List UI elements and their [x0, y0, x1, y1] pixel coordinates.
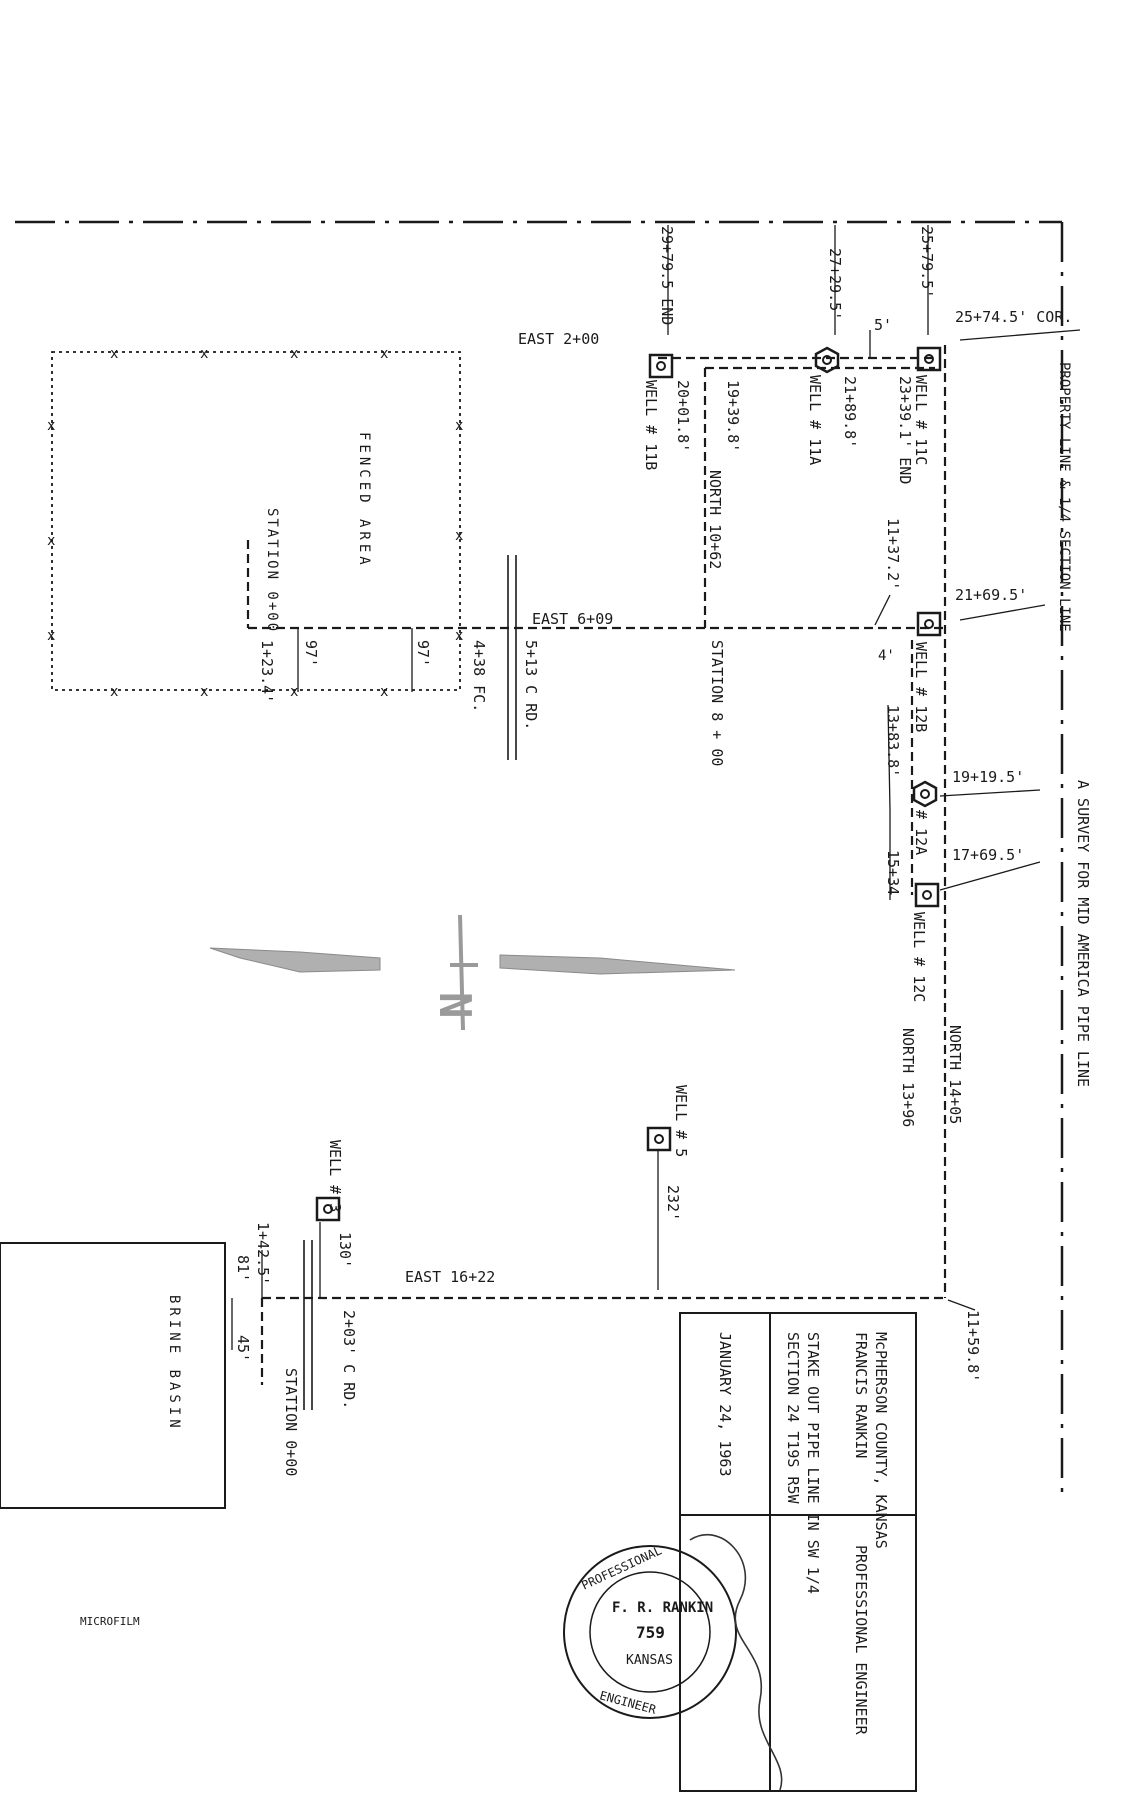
well-11b-label: WELL # 11B — [642, 380, 660, 470]
sta-20-01-8: 20+01.8' — [674, 380, 692, 452]
seal-number: 759 — [636, 1623, 665, 1642]
station-8-00: STATION 8 + 00 — [708, 640, 726, 766]
sta-27-29-5: 27+29.5' — [826, 248, 844, 320]
well-11c-label: WELL # 11C — [912, 375, 930, 465]
svg-text:x: x — [47, 533, 55, 549]
road-crossing-16-22 — [303, 1240, 313, 1410]
sta-17-69-5: 17+69.5' — [952, 846, 1024, 864]
property-line-label: PROPERTY LINE & 1/4 SECTION LINE — [1056, 362, 1072, 632]
fence-x-marks: x x x x x x x x x x x x x x — [47, 346, 463, 700]
svg-text:x: x — [290, 346, 298, 362]
sta-29-79-5-end: 29+79.5 END — [658, 226, 676, 325]
vertical-labels: A SURVEY FOR MID AMERICA PIPE LINE PROPE… — [166, 226, 1092, 1476]
tb-engineer-name: FRANCIS RANKIN — [852, 1332, 870, 1458]
sta-1-42-5: 1+42.5' — [254, 1222, 272, 1285]
dim-232: 232' — [664, 1185, 682, 1221]
microfilm-stamp: MICROFILM — [80, 1615, 140, 1628]
east-16-22: EAST 16+22 — [405, 1268, 495, 1286]
well-3-marker — [315, 1196, 341, 1222]
svg-text:x: x — [455, 418, 463, 434]
well-11c-marker — [916, 346, 942, 372]
sta-4-38-fc: 4+38 FC. — [470, 640, 488, 712]
north-10-62: NORTH 10+62 — [706, 470, 724, 569]
sta-2-03-c-rd: 2+03' C RD. — [340, 1310, 358, 1409]
signature — [689, 1533, 783, 1791]
sta-15-34: 15+34 — [884, 850, 902, 895]
svg-text:x: x — [47, 628, 55, 644]
sta-19-19-5: 19+19.5' — [952, 768, 1024, 786]
svg-text:x: x — [110, 684, 118, 700]
svg-text:x: x — [47, 418, 55, 434]
well-12b-marker — [916, 611, 942, 637]
tb-county: McPHERSON COUNTY, KANSAS — [872, 1332, 890, 1549]
well-11b-marker — [648, 353, 674, 379]
sta-21-89-8: 21+89.8' — [841, 376, 859, 448]
dim-5: 5' — [874, 316, 892, 334]
leader-lines — [231, 225, 1081, 1350]
title-block: McPHERSON COUNTY, KANSAS FRANCIS RANKIN … — [679, 1312, 917, 1792]
sta-11-59-8: 11+59.8' — [964, 1310, 982, 1382]
dim-97-b: 97' — [414, 640, 432, 667]
sta-25-79-5: 25+79.5' — [918, 226, 936, 298]
fenced-area-label: FENCED AREA — [356, 432, 372, 569]
brine-basin — [0, 1242, 226, 1509]
well-12a-label: # 12A — [912, 810, 930, 855]
sta-21-69-5: 21+69.5' — [955, 586, 1027, 604]
seal-name: F. R. RANKIN — [612, 1600, 713, 1616]
sta-13-83-8: 13+83.8' — [884, 705, 902, 777]
station-0-00-a: STATION 0+00 — [264, 508, 280, 633]
svg-text:x: x — [110, 346, 118, 362]
svg-text:x: x — [380, 346, 388, 362]
compass-letter: N — [429, 992, 480, 1019]
dim-97-a: 97' — [302, 640, 320, 667]
station-0-00-b: STATION 0+00 — [282, 1368, 300, 1476]
sta-5-13-c-rd: 5+13 C RD. — [522, 640, 540, 730]
road-crossing-6-09 — [507, 555, 517, 760]
fence-outline — [51, 351, 461, 691]
svg-text:x: x — [200, 684, 208, 700]
tb-section: SECTION 24 T19S R5W — [784, 1332, 802, 1505]
svg-text:x: x — [455, 628, 463, 644]
well-3-label: WELL # 3 — [326, 1140, 344, 1212]
north-13-96: NORTH 13+96 — [899, 1028, 917, 1127]
well-12c-label: WELL # 12C — [910, 912, 928, 1002]
brine-basin-label: BRINE BASIN — [166, 1295, 182, 1432]
svg-text:x: x — [290, 684, 298, 700]
east-2-00: EAST 2+00 — [518, 330, 599, 348]
dim-45: 45' — [234, 1335, 252, 1362]
horizontal-labels: 25+74.5' COR. 5' EAST 2+00 EAST 6+09 21+… — [80, 308, 1072, 1628]
tb-date: JANUARY 24, 1963 — [716, 1332, 734, 1477]
well-11a-marker — [814, 346, 840, 374]
north-14-05: NORTH 14+05 — [946, 1025, 964, 1124]
engineer-seal: PROFESSIONAL F. R. RANKIN 759 KANSAS ENG… — [563, 1543, 737, 1719]
tb-description: STAKE OUT PIPE LINE IN SW 1/4 — [804, 1332, 822, 1594]
dim-130: 130' — [336, 1232, 354, 1268]
well-12b-label: WELL # 12B — [912, 642, 930, 732]
dim-4: 4' — [878, 648, 895, 664]
well-5-marker — [646, 1126, 672, 1152]
east-6-09: EAST 6+09 — [532, 610, 613, 628]
well-12a-marker — [912, 780, 938, 808]
sta-19-39-8: 19+39.8' — [724, 380, 742, 452]
svg-text:x: x — [455, 528, 463, 544]
seal-state: KANSAS — [626, 1653, 673, 1668]
well-11a-label: WELL # 11A — [806, 375, 824, 465]
sta-25-74-5-cor: 25+74.5' COR. — [955, 308, 1072, 326]
dim-81: 81' — [234, 1255, 252, 1282]
svg-text:x: x — [200, 346, 208, 362]
sta-23-39-1-end: 23+39.1' END — [896, 376, 914, 484]
sta-1-23-4: 1+23.4' — [258, 640, 276, 703]
well-5-label: WELL # 5 — [672, 1085, 690, 1157]
tb-engineer-title: PROFESSIONAL ENGINEER — [852, 1545, 870, 1736]
well-12c-marker — [914, 882, 940, 908]
sta-11-37-2: 11+37.2' — [884, 518, 902, 590]
compass-rose: N — [209, 914, 736, 1031]
svg-text:x: x — [380, 684, 388, 700]
survey-title: A SURVEY FOR MID AMERICA PIPE LINE — [1074, 780, 1092, 1087]
